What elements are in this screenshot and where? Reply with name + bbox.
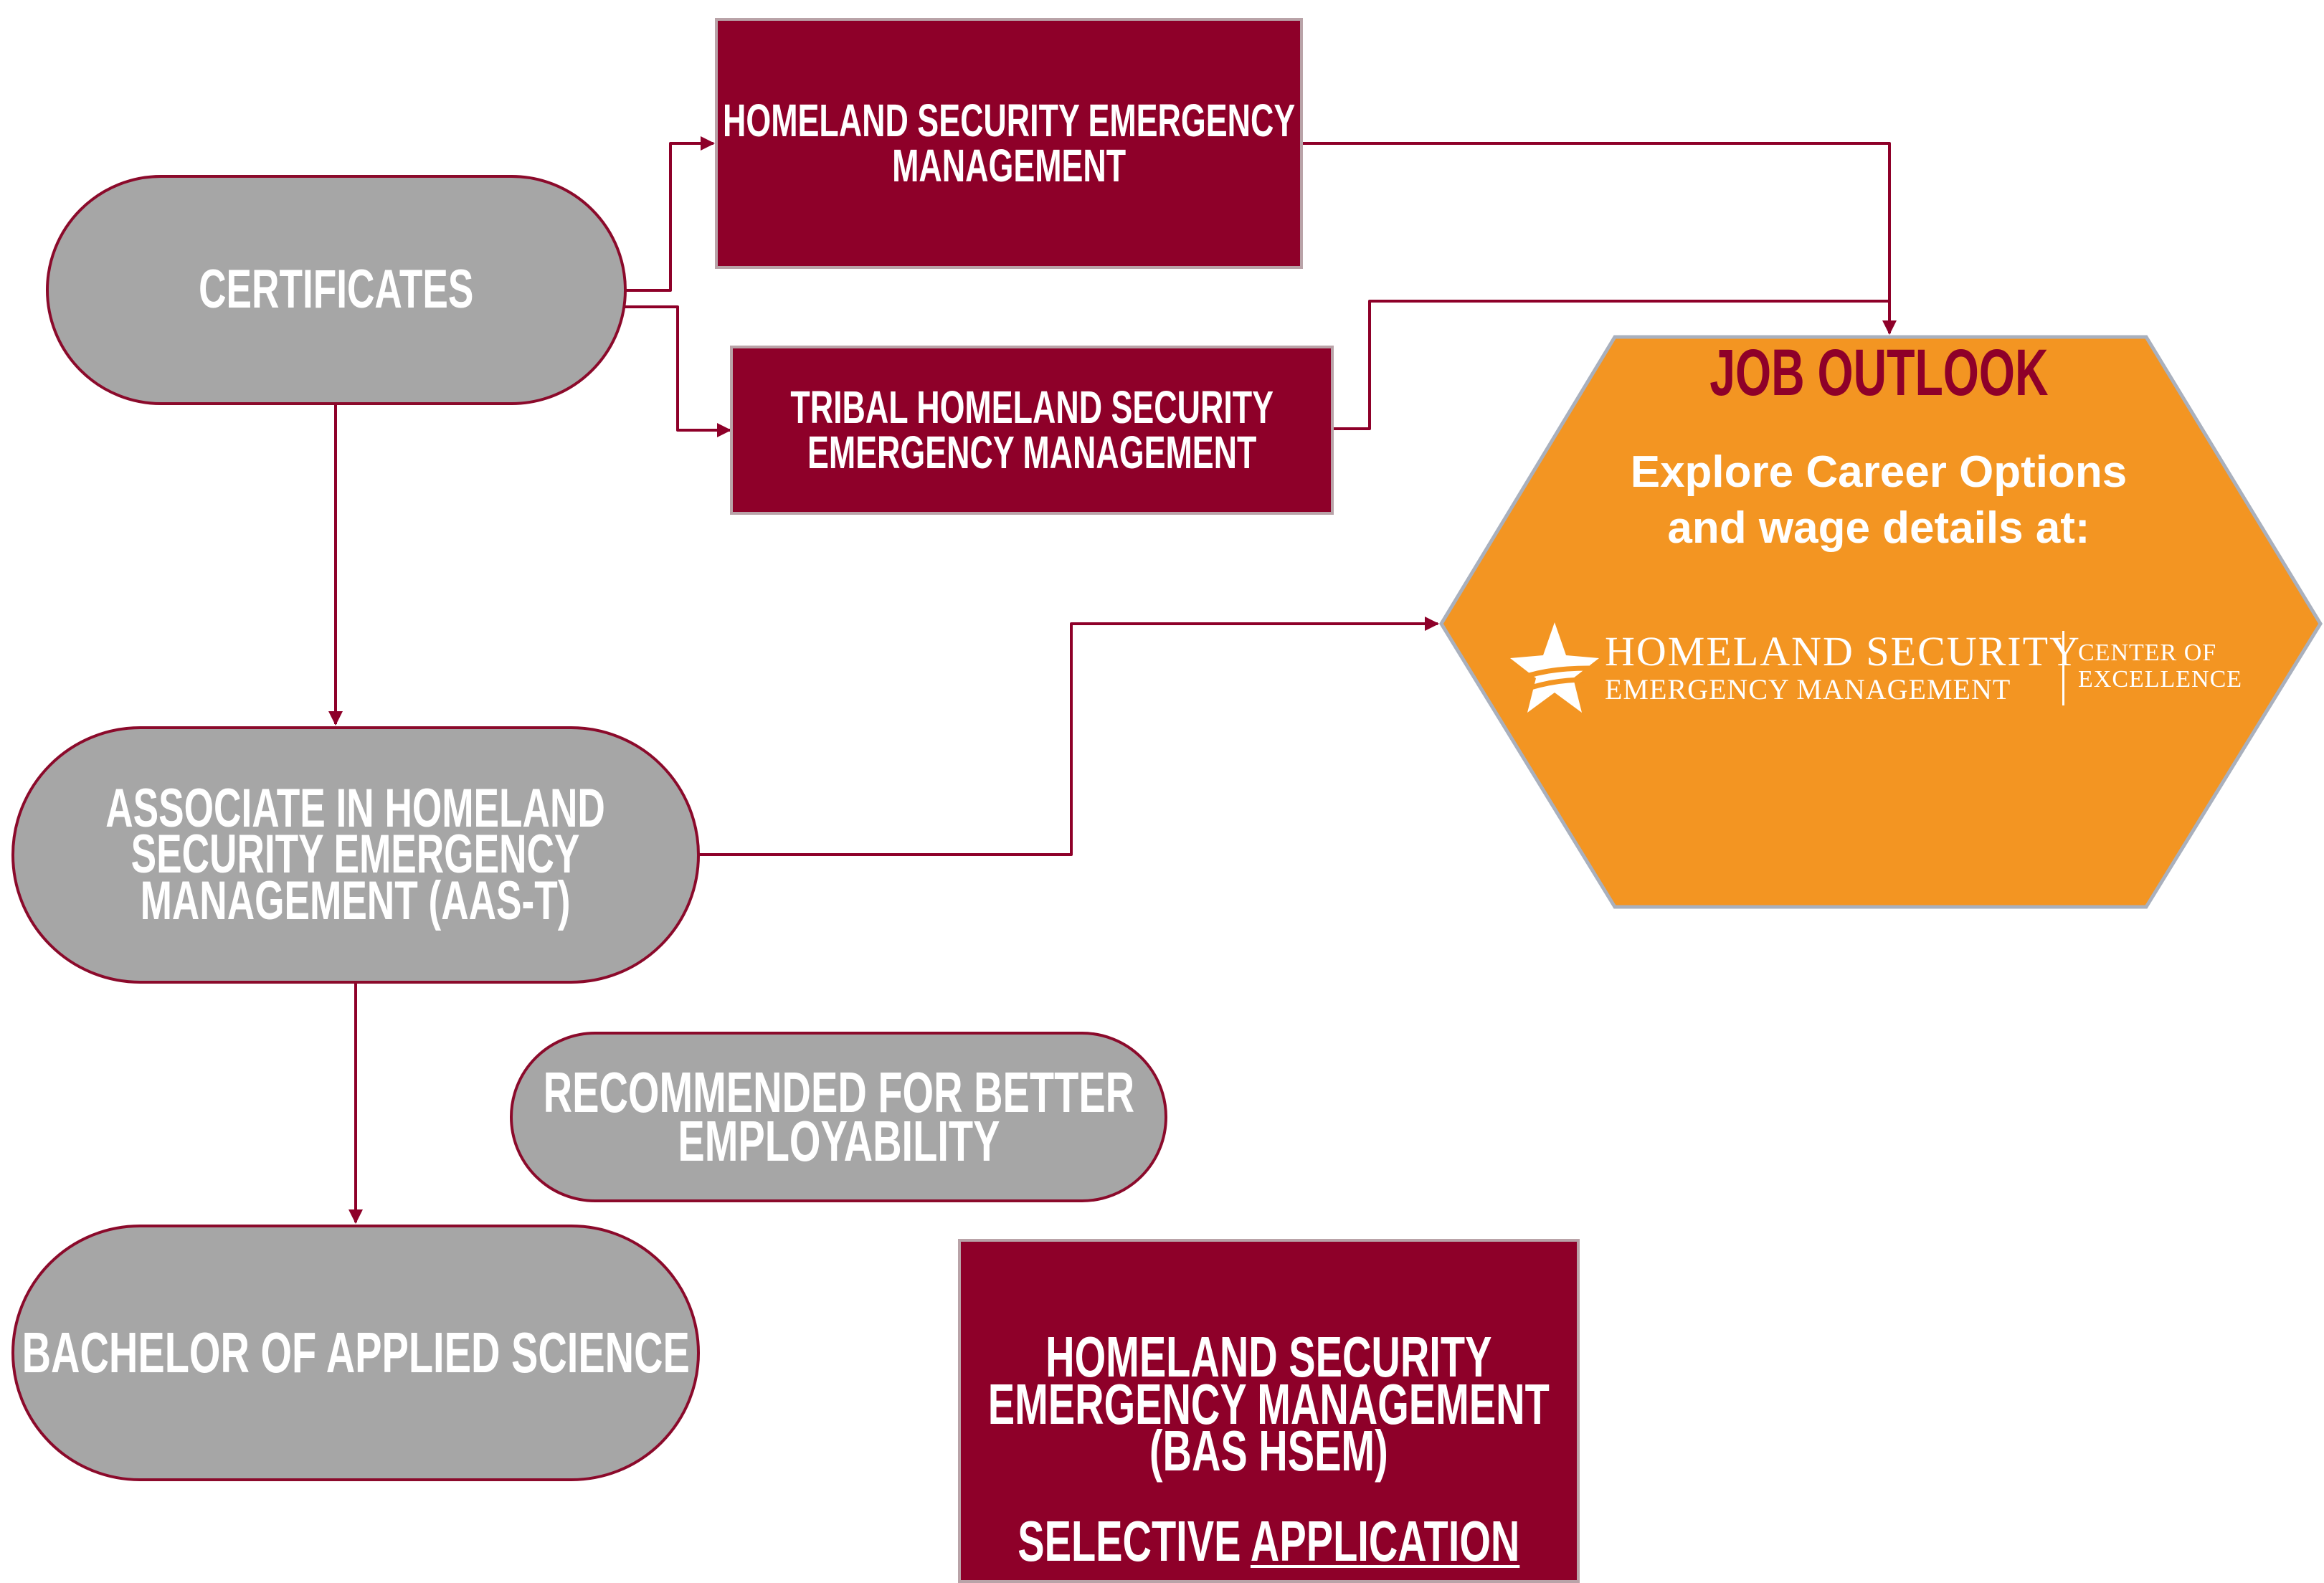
star-icon <box>1510 622 1599 713</box>
hsem-certificate-line-1: HOMELAND SECURITY EMERGENCY <box>722 95 1296 147</box>
logo-subtitle: CENTER OF EXCELLENCE <box>2078 640 2242 693</box>
hsem-certificate-line-2: MANAGEMENT <box>891 140 1127 191</box>
logo-line-2: EMERGENCY MANAGEMENT <box>1605 673 2011 705</box>
bachelor-label: BACHELOR OF APPLIED SCIENCE <box>22 1320 690 1384</box>
associate-line-2: SECURITY EMERGENCY <box>131 824 580 885</box>
associate-node[interactable]: ASSOCIATE IN HOMELAND SECURITY EMERGENCY… <box>11 726 700 984</box>
certificates-node[interactable]: CERTIFICATES <box>46 175 627 405</box>
tribal-certificate-node[interactable]: TRIBAL HOMELAND SECURITY EMERGENCY MANAG… <box>730 346 1334 515</box>
bachelor-node[interactable]: BACHELOR OF APPLIED SCIENCE <box>11 1225 700 1481</box>
bas-hsem-node[interactable]: HOMELAND SECURITY EMERGENCY MANAGEMENT (… <box>958 1239 1580 1583</box>
hsem-center-of-excellence-logo[interactable]: HOMELAND SECURITY EMERGENCY MANAGEMENT C… <box>1499 618 2259 718</box>
logo-sub-line-1: CENTER OF <box>2078 640 2217 666</box>
job-outlook-line-2: and wage details at: <box>1667 503 2090 553</box>
tribal-certificate-line-1: TRIBAL HOMELAND SECURITY <box>790 381 1274 434</box>
application-link[interactable]: APPLICATION <box>1251 1508 1520 1573</box>
recommended-note: RECOMMENDED FOR BETTER EMPLOYABILITY <box>510 1032 1167 1202</box>
selective-application-line: SELECTIVE APPLICATION <box>988 1512 1550 1569</box>
job-outlook-title: JOB OUTLOOK <box>1709 336 2049 409</box>
arrow-certificates-to-tribal <box>624 305 731 437</box>
associate-line-1: ASSOCIATE IN HOMELAND <box>105 777 606 839</box>
logo-divider <box>2062 631 2064 705</box>
arrow-certificates-to-hsem <box>624 136 715 292</box>
bas-hsem-line-2: EMERGENCY MANAGEMENT <box>987 1372 1550 1436</box>
associate-line-3: MANAGEMENT (AAS-T) <box>141 870 571 931</box>
logo-line-1: HOMELAND SECURITY <box>1605 628 2081 675</box>
arrow-associate-to-job-outlook <box>699 617 1439 856</box>
hsem-certificate-node[interactable]: HOMELAND SECURITY EMERGENCY MANAGEMENT <box>715 18 1303 269</box>
certificates-label: CERTIFICATES <box>199 259 474 320</box>
bas-hsem-line-1: HOMELAND SECURITY <box>1045 1325 1492 1389</box>
job-outlook-description: Explore Career Options and wage details … <box>1506 445 2252 556</box>
tribal-certificate-line-2: EMERGENCY MANAGEMENT <box>807 427 1257 478</box>
bas-hsem-line-3: (BAS HSEM) <box>1149 1419 1388 1483</box>
job-outlook-line-1: Explore Career Options <box>1630 447 2128 497</box>
selective-label: SELECTIVE <box>1018 1508 1241 1573</box>
recommended-line-1: RECOMMENDED FOR BETTER <box>543 1060 1134 1124</box>
arrow-tribal-to-job-outlook <box>1334 300 1891 430</box>
logo-sub-line-2: EXCELLENCE <box>2078 666 2243 693</box>
recommended-line-2: EMPLOYABILITY <box>677 1109 1000 1173</box>
arrow-hsem-to-job-outlook <box>1301 142 1897 335</box>
logo-wordmark: HOMELAND SECURITY EMERGENCY MANAGEMENT <box>1605 631 2081 704</box>
